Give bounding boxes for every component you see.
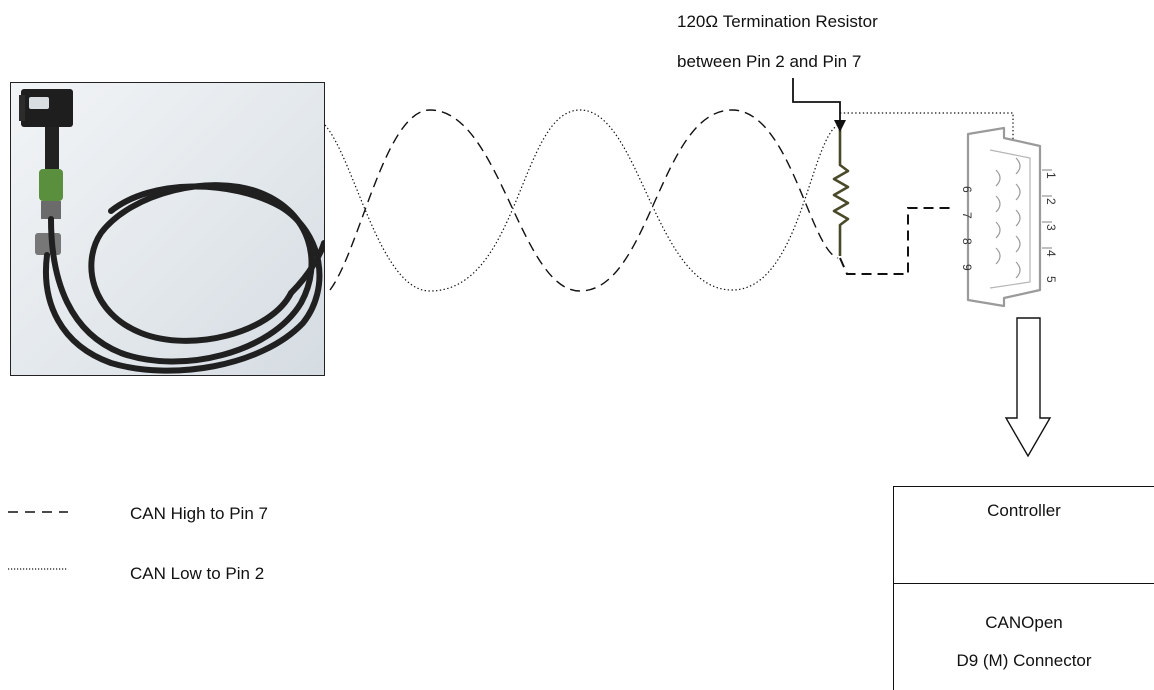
down-arrow-icon [1004, 317, 1052, 458]
pin-label-1: 1 [1044, 172, 1058, 179]
resistor-note-line1: 120Ω Termination Resistor [677, 12, 878, 31]
pin-label-4: 4 [1044, 250, 1058, 257]
legend-can-high-label: CAN High to Pin 7 [130, 504, 268, 523]
controller-connector-type: D9 (M) Connector [956, 651, 1092, 670]
pin-label-3: 3 [1044, 224, 1058, 231]
pin-label-9: 9 [960, 264, 974, 271]
pin-label-8: 8 [960, 238, 974, 245]
can-low-wire [324, 109, 839, 292]
pin-label-5: 5 [1044, 276, 1058, 283]
note-leader-arrowhead [834, 120, 846, 132]
d9-connector: 1 2 3 4 5 6 7 8 9 [960, 126, 1058, 308]
pin7-dashed-link [839, 207, 952, 275]
termination-resistor [832, 124, 850, 256]
can-high-wire [329, 109, 839, 292]
sensor-body [19, 89, 73, 175]
note-leader-line [792, 78, 841, 126]
legend-can-low-label: CAN Low to Pin 2 [130, 564, 265, 583]
coiled-cable [43, 182, 324, 374]
controller-title: Controller [987, 501, 1061, 520]
pin-label-2: 2 [1044, 198, 1058, 205]
pin-label-6: 6 [960, 186, 974, 193]
sensor-photo [10, 82, 325, 376]
resistor-note-line2: between Pin 2 and Pin 7 [677, 52, 862, 71]
d9-pin-sockets [995, 157, 1052, 279]
controller-box: Controller CANOpen D9 (M) Connector [893, 486, 1154, 690]
pin-label-7: 7 [960, 212, 974, 219]
controller-protocol: CANOpen [985, 613, 1063, 632]
sensor-cable-illustration [19, 89, 324, 374]
controller-divider [894, 583, 1154, 584]
